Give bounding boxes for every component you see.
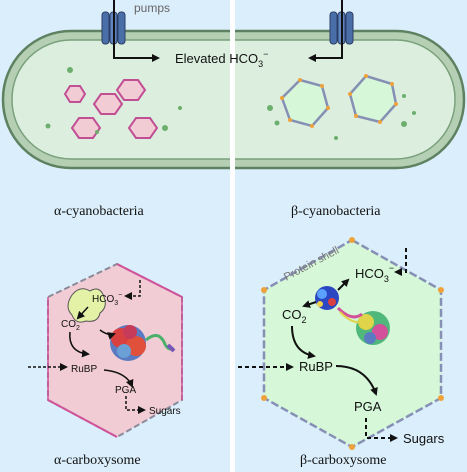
alpha-rubisco-icon (110, 325, 176, 361)
beta-hco3-label: HCO3− (355, 263, 394, 284)
beta-co2-label: CO2 (282, 307, 307, 325)
pumps-label: pumps (134, 1, 170, 15)
beta-rubp-label: RuBP (299, 359, 333, 374)
pump-right-arrow (308, 0, 343, 62)
beta-carboxysomes-in-cell (280, 74, 398, 128)
alpha-co2-label: CO2 (61, 319, 80, 332)
alpha-pga-label: PGA (115, 385, 136, 396)
beta-rubisco-icon (336, 306, 390, 345)
pump-right-icon (329, 11, 354, 45)
cell-divider (230, 26, 235, 172)
alpha-sugars-label: Sugars (149, 406, 181, 417)
elevated-hco3-label: Elevated HCO3− (175, 49, 268, 69)
cytoplasm-particles (45, 67, 416, 140)
alpha-cyanobacteria-label: α-cyanobacteria (54, 204, 145, 219)
beta-carbonic-anhydrase-icon (315, 286, 339, 310)
alpha-hco3-label: HCO3− (92, 292, 122, 307)
alpha-carboxysome-label: α-carboxysome (54, 453, 141, 468)
beta-pga-label: PGA (354, 399, 382, 414)
beta-carboxysome (261, 237, 444, 450)
beta-carboxysome-label: β-carboxysome (300, 453, 386, 468)
panel-divider (230, 0, 235, 472)
alpha-rubp-label: RuBP (71, 364, 97, 375)
beta-arrows (238, 248, 407, 442)
alpha-carboxysomes-in-cell (63, 79, 159, 139)
beta-sugars-label: Sugars (403, 431, 445, 446)
pump-left-arrow (113, 0, 160, 62)
pump-left-icon (101, 11, 126, 45)
beta-cyanobacteria-label: β-cyanobacteria (291, 204, 381, 219)
alpha-arrows (28, 280, 146, 414)
